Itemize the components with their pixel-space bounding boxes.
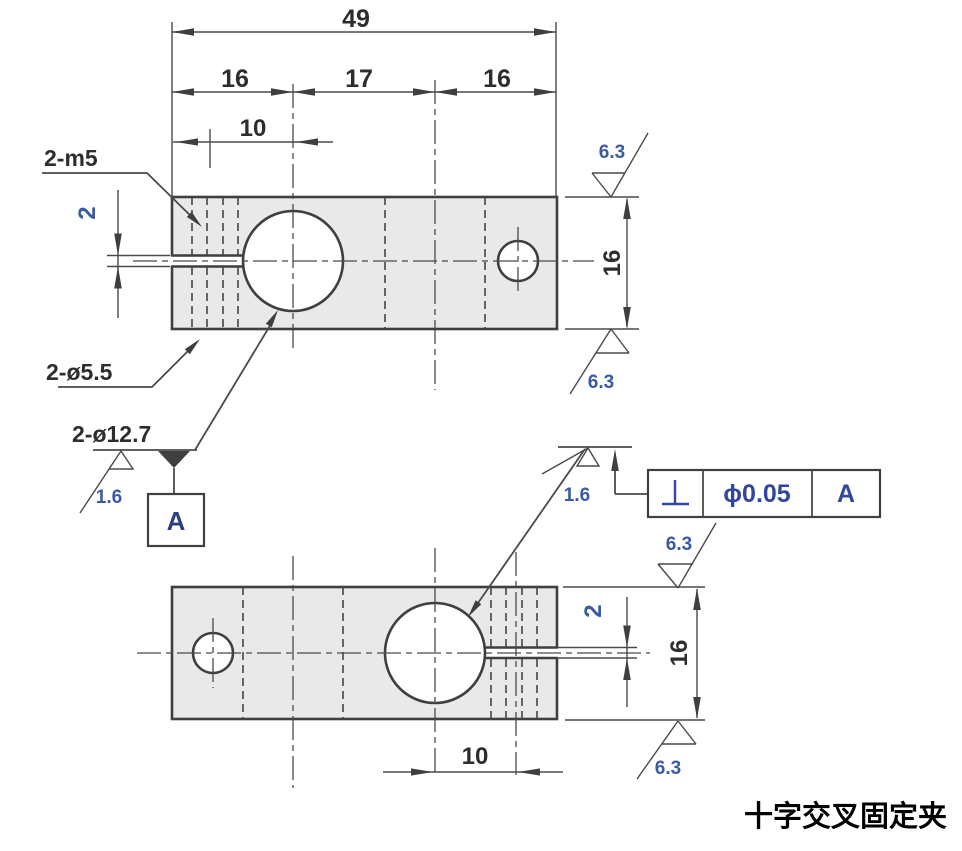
surface-finish-bottom: 6.3 [569,328,630,395]
dim-height-bottom: 16 [563,586,705,721]
surface-finish-bottom: 6.3 [636,720,697,780]
dim-slot-width-bottom: 2 [558,597,637,707]
surface-finish-top: 6.3 [591,132,649,198]
bottom-view: 10 2 16 6.3 6.3 [137,446,882,788]
dim-slot-width-top: 2 [74,190,170,318]
bottom-view-centerlines [137,548,650,788]
top-view-hidden-lines [191,197,486,329]
surface-finish-top-value: 6.3 [666,534,692,555]
extension-lines [171,22,557,197]
dim-slot-width-bottom-value: 2 [580,604,607,617]
dim-screw-offset-top: 10 [173,115,333,146]
slot-gap [482,647,562,658]
datum-triangle-icon [158,451,190,468]
surface-finish-top-value: 6.3 [599,142,625,163]
label-bore-holes: 2-ø12.7 [72,310,278,451]
dim-screw-offset-bottom: 10 [383,743,563,776]
drawing-title: 十字交叉固定夹 [744,799,947,833]
datum-feature: A [146,451,206,548]
dim-seg-right-value: 16 [483,65,511,93]
perpendicularity-icon [662,480,689,506]
bore-leader [468,446,632,617]
datum-box [146,492,206,548]
fcf-datum-ref: A [837,480,855,508]
surface-finish-bore-bottom-value: 1.6 [564,485,590,506]
dim-screw-offset-bottom-value: 10 [462,743,489,770]
surface-finish-icon [636,720,697,780]
top-view: 49 16 17 16 10 2 [42,5,649,548]
dim-height-top-value: 16 [599,250,626,277]
dim-height-top: 16 [565,196,639,330]
surface-finish-bore-top-value: 1.6 [96,487,122,508]
dim-screw-offset-top-value: 10 [240,115,267,142]
label-tapped-holes-text: 2-m5 [44,145,98,171]
fcf-box [646,468,882,519]
surface-finish-icon [79,449,135,514]
surface-finish-bottom-value: 6.3 [655,758,681,779]
dim-total-width: 49 [172,5,556,36]
surface-finish-bottom-value: 6.3 [588,372,614,393]
dim-segments: 16 17 16 [172,65,556,96]
surface-finish-icon [591,132,649,198]
surface-finish-bore-bottom: 1.6 [541,446,601,506]
label-bore-holes-text: 2-ø12.7 [72,421,151,447]
label-clearance-holes-text: 2-ø5.5 [46,359,113,385]
top-view-centerlines [133,80,594,390]
dim-total-width-value: 49 [342,5,370,33]
fcf-tolerance-value: ϕ0.05 [723,480,790,508]
dim-slot-width-top-value: 2 [74,206,101,219]
datum-label: A [167,506,186,536]
surface-finish-icon [657,522,717,589]
surface-finish-bore-top: 1.6 [79,449,135,514]
top-view-part-body [167,195,559,331]
dim-seg-left-value: 16 [221,65,249,93]
dim-seg-mid-value: 17 [345,65,373,93]
slot-edges [482,646,559,660]
surface-finish-top: 6.3 [657,522,717,589]
label-clearance-holes: 2-ø5.5 [46,339,200,388]
feature-control-frame: ϕ0.05 A [611,449,882,519]
surface-finish-icon [569,328,630,395]
dim-height-bottom-value: 16 [666,640,693,667]
label-tapped-holes: 2-m5 [42,145,202,227]
slot-edges [170,254,247,268]
surface-finish-icon [541,446,601,475]
